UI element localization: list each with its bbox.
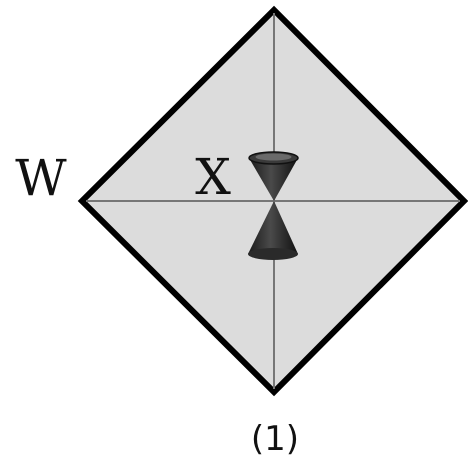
label-w: W [15,149,67,207]
light-cone-icon [248,151,299,260]
label-x: X [195,148,231,206]
caption: (1) [251,419,299,459]
